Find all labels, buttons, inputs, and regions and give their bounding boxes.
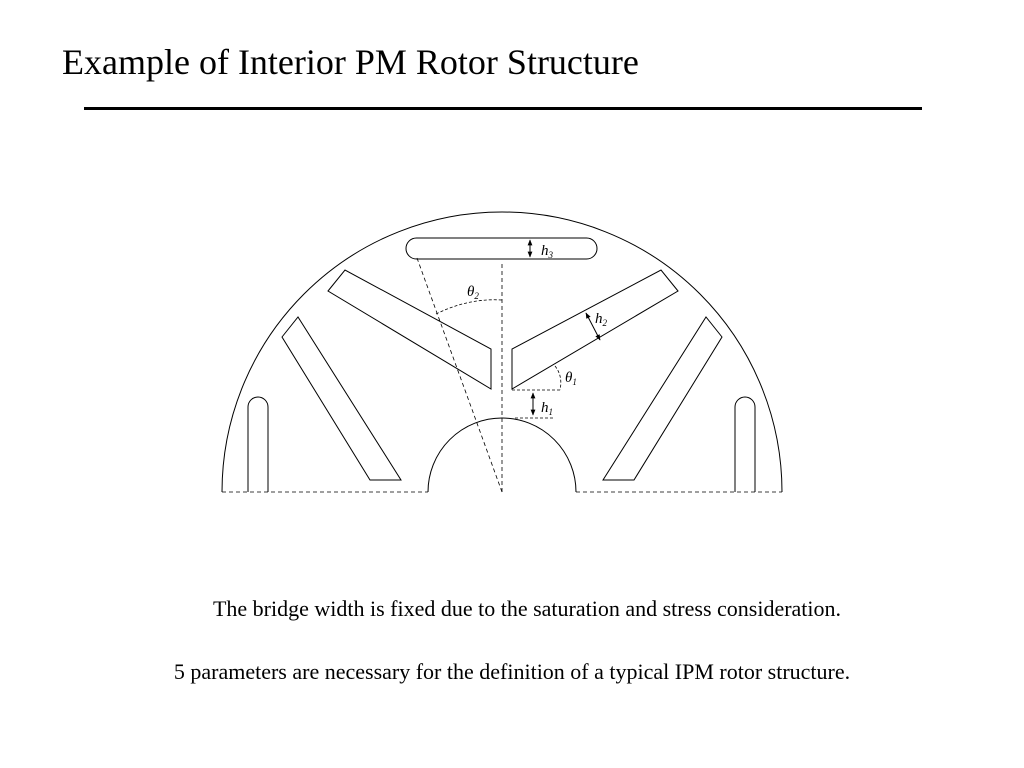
label-h3-sub: 3 <box>548 250 554 260</box>
label-theta2-main: θ <box>467 284 475 300</box>
caption-bridge-width: The bridge width is fixed due to the sat… <box>212 596 842 621</box>
magnet-slot-inner-right <box>511 269 679 390</box>
title-underline <box>84 107 922 110</box>
label-h1-main: h <box>541 400 549 416</box>
h2-arrow <box>585 312 601 341</box>
edge-slot-left <box>247 396 269 492</box>
label-h1: h1 <box>541 400 553 417</box>
magnet-slot-outer-right <box>602 316 723 481</box>
edge-slot-right <box>734 396 756 492</box>
label-h1-sub: 1 <box>549 407 554 417</box>
theta1-arc <box>554 365 562 391</box>
rotor-outline <box>221 211 783 493</box>
label-theta2: θ2 <box>467 284 479 301</box>
label-theta1-sub: 1 <box>572 377 577 387</box>
magnet-slot-inner-left <box>327 269 492 390</box>
label-theta1: θ1 <box>565 370 577 387</box>
theta2-arc <box>435 299 503 315</box>
label-h2-sub: 2 <box>603 318 608 328</box>
magnet-slot-outer-left <box>281 316 402 481</box>
label-h3: h3 <box>541 243 554 260</box>
label-theta2-sub: 2 <box>474 291 479 301</box>
label-h2: h2 <box>595 311 608 328</box>
magnet-slot-top <box>405 237 598 260</box>
theta2-radial-line <box>416 257 503 493</box>
caption-parameters: 5 parameters are necessary for the defin… <box>173 659 851 684</box>
label-h2-main: h <box>595 311 603 327</box>
label-theta1-main: θ <box>565 370 573 386</box>
label-h3-main: h <box>541 243 549 259</box>
slide-title: Example of Interior PM Rotor Structure <box>62 42 639 82</box>
